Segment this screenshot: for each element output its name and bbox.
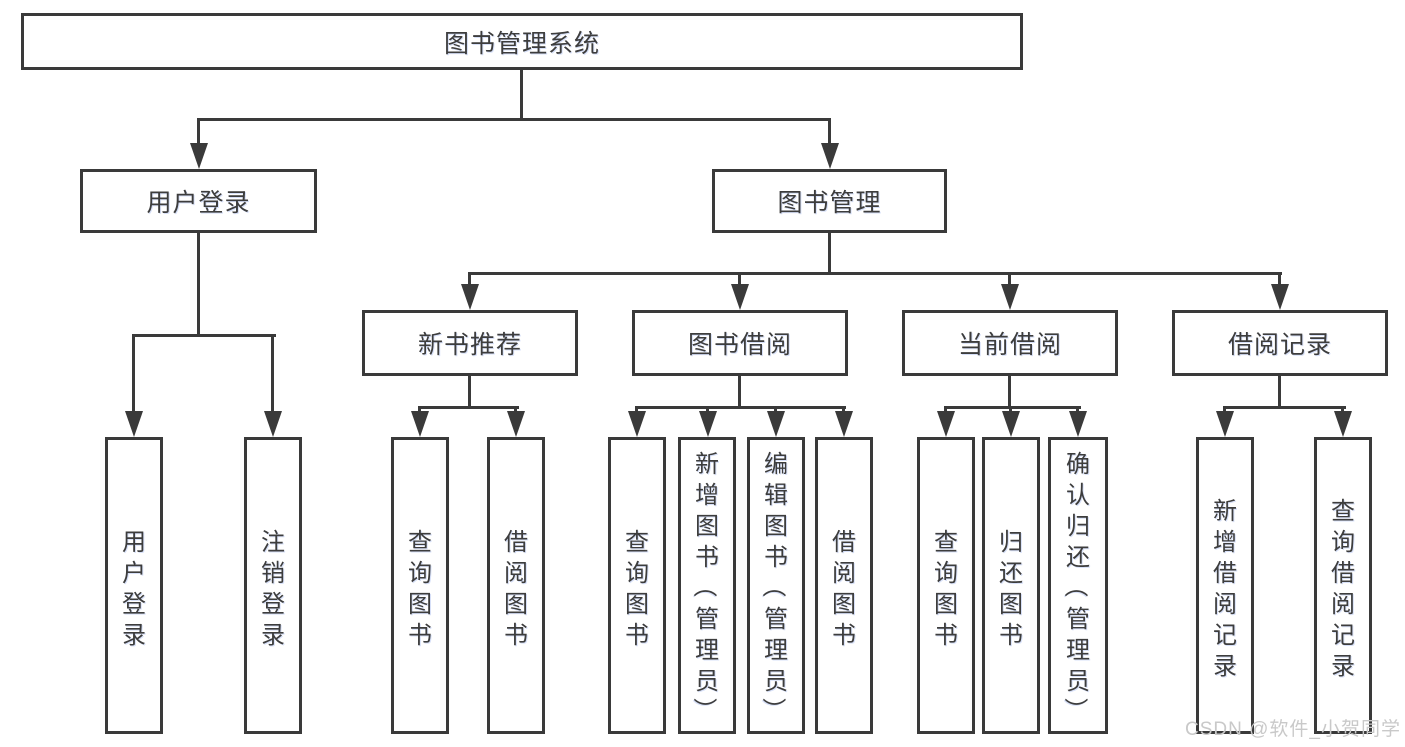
connector-line xyxy=(1009,406,1012,414)
connector-line xyxy=(1223,406,1226,414)
arrow-down-icon xyxy=(1002,411,1020,437)
connector-line xyxy=(635,406,846,409)
arrow-down-icon xyxy=(767,411,785,437)
node-cb-confirm-return-admin: 确认归还（管理员） xyxy=(1048,437,1108,734)
arrow-down-icon xyxy=(264,411,282,437)
connector-line xyxy=(738,376,741,409)
connector-line xyxy=(197,118,831,121)
arrow-down-icon xyxy=(1271,284,1289,310)
connector-line xyxy=(1008,376,1011,409)
connector-line xyxy=(271,334,274,413)
arrow-down-icon xyxy=(699,411,717,437)
arrow-down-icon xyxy=(507,411,525,437)
watermark: CSDN @软件_小贺同学 xyxy=(1185,719,1401,740)
node-cb-return-books: 归还图书 xyxy=(982,437,1040,734)
node-current-borrowing: 当前借阅 xyxy=(902,310,1118,376)
connector-line xyxy=(468,272,1282,275)
arrow-down-icon xyxy=(411,411,429,437)
arrow-down-icon xyxy=(1001,284,1019,310)
node-root: 图书管理系统 xyxy=(21,13,1023,70)
connector-line xyxy=(828,233,831,275)
connector-line xyxy=(944,406,1081,409)
connector-line xyxy=(1223,406,1346,409)
connector-line xyxy=(1278,376,1281,409)
connector-line xyxy=(1278,272,1281,287)
arrow-down-icon xyxy=(1334,411,1352,437)
node-bb-borrow-books: 借阅图书 xyxy=(815,437,873,734)
arrow-down-icon xyxy=(1216,411,1234,437)
connector-line xyxy=(197,118,200,145)
connector-line xyxy=(468,376,471,409)
connector-line xyxy=(132,334,276,337)
connector-line xyxy=(706,406,709,414)
connector-line xyxy=(1008,272,1011,287)
node-user-login: 用户登录 xyxy=(80,169,317,233)
connector-line xyxy=(1076,406,1079,414)
arrow-down-icon xyxy=(937,411,955,437)
node-br-query-record: 查询借阅记录 xyxy=(1314,437,1372,734)
arrow-down-icon xyxy=(125,411,143,437)
arrow-down-icon xyxy=(731,284,749,310)
arrow-down-icon xyxy=(1069,411,1087,437)
node-borrowing-records: 借阅记录 xyxy=(1172,310,1388,376)
connector-line xyxy=(520,68,523,121)
connector-line xyxy=(468,272,471,287)
node-login: 用户登录 xyxy=(105,437,163,734)
connector-line xyxy=(197,233,200,337)
connector-line xyxy=(842,406,845,414)
node-br-add-record: 新增借阅记录 xyxy=(1196,437,1254,734)
node-new-book-recommend: 新书推荐 xyxy=(362,310,578,376)
node-bb-add-book-admin: 新增图书（管理员） xyxy=(678,437,736,734)
node-nb-query-books: 查询图书 xyxy=(391,437,449,734)
connector-line xyxy=(635,406,638,414)
node-bb-edit-book-admin: 编辑图书（管理员） xyxy=(747,437,805,734)
connector-line xyxy=(132,334,135,413)
connector-line xyxy=(1341,406,1344,414)
node-cb-query-books: 查询图书 xyxy=(917,437,975,734)
connector-line xyxy=(514,406,517,414)
arrow-down-icon xyxy=(821,143,839,169)
node-book-borrowing: 图书借阅 xyxy=(632,310,848,376)
connector-line xyxy=(738,272,741,287)
arrow-down-icon xyxy=(461,284,479,310)
arrow-down-icon xyxy=(190,143,208,169)
node-logout: 注销登录 xyxy=(244,437,302,734)
connector-line xyxy=(774,406,777,414)
arrow-down-icon xyxy=(835,411,853,437)
node-book-management: 图书管理 xyxy=(712,169,947,233)
node-nb-borrow-books: 借阅图书 xyxy=(487,437,545,734)
arrow-down-icon xyxy=(628,411,646,437)
connector-line xyxy=(418,406,421,414)
connector-line xyxy=(828,118,831,145)
node-bb-query-books: 查询图书 xyxy=(608,437,666,734)
connector-line xyxy=(418,406,519,409)
connector-line xyxy=(944,406,947,414)
